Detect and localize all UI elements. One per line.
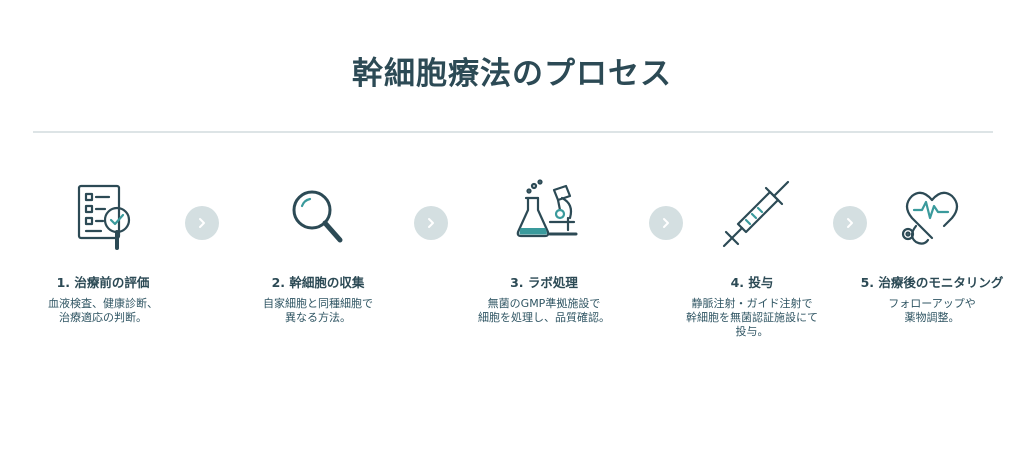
next-arrow-button[interactable] [649,206,683,240]
step-5: 5. 治療後のモニタリング フォローアップや 薬物調整。 [844,178,1020,325]
page-title: 幹細胞療法のプロセス [352,56,672,92]
step-4: 4. 投与 静脈注射・ガイド注射で 幹細胞を無菌認証施設にて 投与。 [657,178,847,339]
step-title: 2. 幹細胞の収集 [271,275,365,290]
step-title: 1. 治療前の評価 [56,275,150,290]
chevron-right-icon [428,218,434,228]
next-arrow-button[interactable] [414,206,448,240]
chevron-right-icon [663,218,669,228]
lab-microscope-icon [516,179,578,238]
chevron-right-icon [199,218,205,228]
step-title: 3. ラボ処理 [510,275,578,290]
step-2: 2. 幹細胞の収集 自家細胞と同種細胞で 異なる方法。 [223,178,413,325]
next-arrow-button[interactable] [185,206,219,240]
step-description: 無菌のGMP準拠施設で 細胞を処理し、品質確認。 [478,297,610,324]
checklist-magnifier-icon [77,184,131,250]
step-3: 3. ラボ処理 無菌のGMP準拠施設で 細胞を処理し、品質確認。 [449,178,639,325]
step-description: 自家細胞と同種細胞で 異なる方法。 [263,297,373,324]
step-1: 1. 治療前の評価 血液検査、健康診断、 治療適応の判断。 [8,178,198,325]
step-description: 血液検査、健康診断、 治療適応の判断。 [48,297,158,324]
magnifying-glass-icon [292,190,343,243]
divider [33,131,993,133]
heart-stethoscope-icon [901,191,959,245]
next-arrow-button[interactable] [833,206,867,240]
step-description: フォローアップや 薬物調整。 [888,297,976,324]
step-title: 5. 治療後のモニタリング [860,275,1004,290]
chevron-right-icon [847,218,853,228]
syringe-icon [722,180,790,248]
step-title: 4. 投与 [730,275,774,290]
step-description: 静脈注射・ガイド注射で 幹細胞を無菌認証施設にて 投与。 [686,297,818,338]
